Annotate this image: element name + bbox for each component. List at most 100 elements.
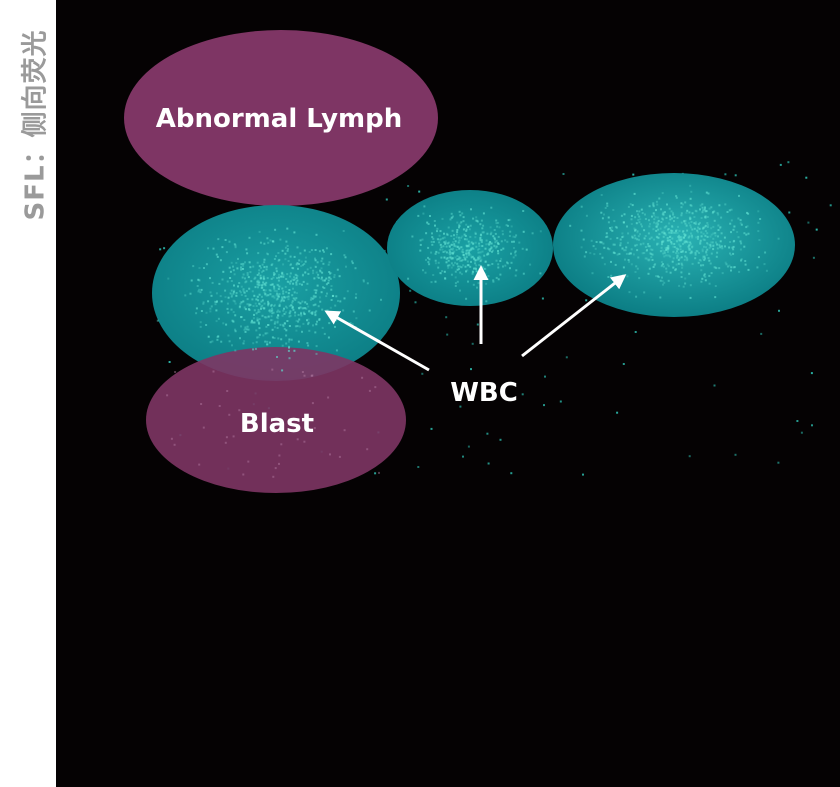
scatter-dot — [485, 239, 488, 242]
scatter-dot — [763, 263, 766, 266]
scatter-dot — [703, 273, 706, 276]
scatter-dot — [258, 281, 261, 284]
scatter-dot — [739, 222, 742, 225]
scatter-dot — [502, 247, 505, 250]
scatter-dot — [626, 275, 629, 278]
scatter-dot — [616, 237, 619, 240]
scatter-dot — [480, 239, 483, 242]
scatter-dot — [273, 296, 276, 299]
scatter-dot — [614, 243, 616, 246]
scatter-dot — [302, 273, 304, 276]
scatter-dot — [495, 245, 498, 248]
scatter-dot — [278, 462, 280, 465]
scatter-dot — [702, 257, 705, 260]
scatter-dot — [257, 311, 260, 313]
scatter-dot — [680, 236, 683, 239]
scatter-dot — [251, 319, 253, 322]
scatter-dot — [255, 298, 258, 301]
scatter-dot — [655, 275, 658, 278]
scatter-dot — [643, 229, 646, 232]
scatter-dot — [788, 211, 791, 214]
scatter-dot — [701, 277, 704, 280]
scatter-dot — [242, 288, 245, 291]
scatter-dot — [255, 341, 258, 344]
scatter-dot — [425, 258, 427, 261]
scatter-dot — [240, 268, 243, 271]
scatter-dot — [228, 340, 231, 343]
scatter-dot — [501, 233, 504, 236]
scatter-dot — [234, 328, 237, 331]
scatter-dot — [295, 274, 298, 277]
scatter-dot — [427, 256, 429, 259]
scatter-dot — [713, 210, 716, 213]
scatter-dot — [738, 270, 741, 273]
scatter-dot — [262, 278, 265, 281]
scatter-dot — [506, 261, 508, 264]
scatter-dot — [669, 271, 672, 274]
scatter-dot — [694, 251, 697, 254]
scatter-dot — [284, 246, 287, 249]
scatter-dot — [264, 292, 267, 295]
scatter-dot — [633, 227, 636, 230]
scatter-dot — [482, 224, 485, 227]
scatter-dot — [765, 269, 768, 272]
scatter-dot — [493, 245, 496, 248]
scatter-dot — [464, 234, 467, 237]
scatter-dot — [271, 328, 274, 331]
scatter-dot — [428, 263, 431, 266]
scatter-dot — [465, 253, 468, 256]
scatter-dot — [709, 243, 712, 246]
scatter-dot — [636, 210, 638, 213]
scatter-dot — [258, 302, 261, 305]
scatter-dot — [283, 312, 286, 315]
scatter-dot — [264, 332, 267, 335]
scatter-dot — [256, 273, 259, 276]
scatter-dot — [681, 264, 684, 267]
scatter-dot — [636, 230, 639, 233]
scatter-dot — [691, 245, 694, 248]
scatter-dot — [227, 296, 230, 299]
scatter-dot — [634, 216, 637, 219]
scatter-dot — [447, 241, 450, 244]
scatter-dot — [293, 291, 296, 294]
scatter-dot — [668, 231, 671, 234]
scatter-dot — [462, 228, 465, 231]
scatter-dot — [281, 314, 284, 317]
scatter-dot — [271, 309, 274, 312]
scatter-dot — [643, 252, 646, 254]
scatter-dot — [446, 333, 449, 336]
scatter-dot — [263, 242, 266, 245]
scatter-dot — [720, 245, 723, 248]
scatter-dot — [456, 255, 459, 257]
scatter-dot — [656, 275, 659, 278]
scatter-dot — [705, 191, 708, 194]
scatter-dot — [334, 304, 337, 307]
scatter-dot — [156, 319, 159, 322]
scatter-dot — [330, 253, 333, 256]
scatter-dot — [215, 309, 218, 312]
scatter-dot — [202, 302, 205, 305]
scatter-dot — [458, 210, 461, 213]
scatter-dot — [490, 246, 493, 249]
scatter-dot — [307, 318, 310, 321]
scatter-dot — [682, 203, 684, 206]
scatter-dot — [479, 239, 482, 242]
scatter-dot — [663, 281, 666, 284]
scatter-dot — [297, 340, 300, 343]
scatter-dot — [647, 272, 650, 275]
scatter-dot — [407, 277, 410, 280]
scatter-dot — [627, 259, 630, 261]
scatter-dot — [491, 263, 494, 265]
scatter-dot — [414, 301, 417, 304]
scatter-dot — [690, 246, 693, 249]
scatter-dot — [257, 284, 260, 287]
scatter-dot — [676, 256, 678, 259]
scatter-dot — [454, 240, 457, 243]
scatter-dot — [599, 252, 602, 255]
scatter-dot — [314, 311, 317, 314]
scatter-dot — [285, 334, 288, 337]
scatter-dot — [680, 206, 683, 209]
scatter-dot — [648, 225, 651, 228]
scatter-dot — [462, 220, 465, 223]
scatter-dot — [706, 232, 709, 235]
